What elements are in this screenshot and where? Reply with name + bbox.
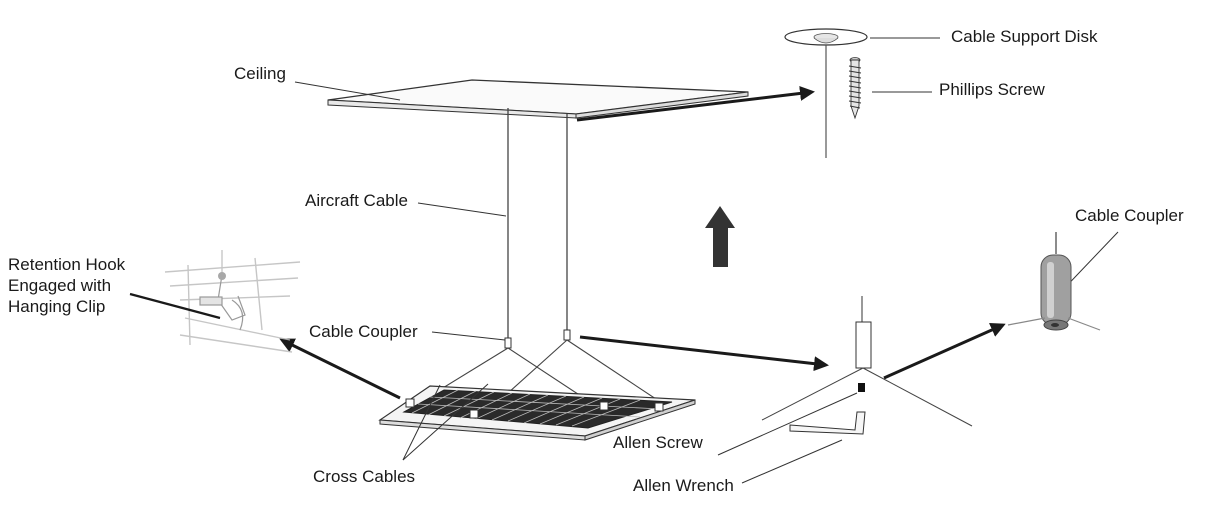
label-cable-support-disk: Cable Support Disk bbox=[951, 27, 1098, 46]
label-cable-coupler-detail: Cable Coupler bbox=[1075, 206, 1184, 225]
label-cross-cables: Cross Cables bbox=[313, 467, 416, 486]
ceiling-panel bbox=[327, 79, 749, 119]
up-arrow-icon bbox=[705, 206, 735, 267]
label-retention-hook: Retention Hook Engaged with Hanging Clip bbox=[8, 254, 125, 317]
retention-hook-line-1: Retention Hook bbox=[8, 255, 126, 274]
retention-hook-leader bbox=[129, 292, 221, 320]
allen-wrench bbox=[789, 411, 866, 435]
cable-support-disk bbox=[784, 28, 868, 158]
label-cable-coupler-main: Cable Coupler bbox=[309, 322, 418, 341]
retention-hook-line-3: Hanging Clip bbox=[8, 297, 106, 316]
phillips-screw bbox=[848, 57, 862, 120]
process-arrows bbox=[279, 85, 1006, 400]
label-allen-wrench: Allen Wrench bbox=[633, 476, 734, 495]
retention-hook-line-2: Engaged with bbox=[8, 276, 112, 295]
leader-lines bbox=[294, 37, 1119, 484]
light-panel bbox=[378, 385, 696, 441]
label-phillips-screw: Phillips Screw bbox=[939, 80, 1045, 99]
aircraft-cables bbox=[507, 108, 568, 340]
label-allen-screw: Allen Screw bbox=[613, 433, 703, 452]
main-cable-couplers bbox=[504, 329, 571, 349]
label-aircraft-cable: Aircraft Cable bbox=[305, 191, 408, 210]
cable-coupler-3d bbox=[1007, 232, 1101, 331]
coupler-assembly-detail bbox=[761, 296, 973, 427]
label-ceiling: Ceiling bbox=[234, 64, 286, 83]
retention-hook-sketch bbox=[164, 250, 301, 353]
